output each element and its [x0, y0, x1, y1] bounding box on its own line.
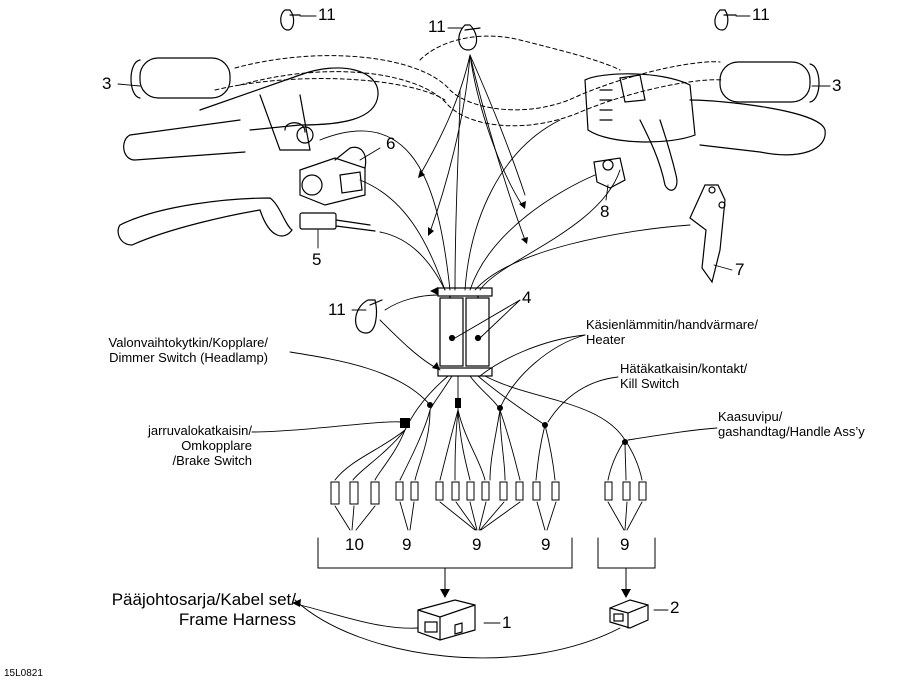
part-2-connector: [609, 599, 649, 629]
mid-clamp-arrows: [379, 294, 441, 371]
callout-1: 1: [502, 613, 512, 632]
kill-switch-label: Hätäkatkaisin/kontakt/ Kill Switch: [620, 361, 748, 392]
wire-terminals: [330, 481, 647, 505]
left-grip: [130, 57, 231, 99]
callout-8: 8: [600, 202, 610, 221]
callout-10: 10: [345, 535, 364, 554]
callout-9-d: 9: [620, 535, 630, 554]
dimmer-label-line2: Dimmer Switch (Headlamp): [109, 349, 268, 365]
harness-label-line1: Pääjohtosarja/Kabel set/: [111, 590, 296, 609]
callout-7: 7: [735, 260, 745, 279]
callout-5: 5: [312, 250, 322, 269]
callout-3-left: 3: [102, 74, 112, 93]
heater-label: Käsienlämmitin/handvärmare/ Heater: [586, 317, 758, 348]
dimmer-label-line1: Valonvaihtokytkin/Kopplare/: [108, 335, 268, 350]
handlebar: [214, 35, 723, 127]
part-1-connector: [417, 599, 476, 641]
tie-clamp-center: [458, 24, 481, 51]
grouping-brackets: [317, 537, 656, 591]
kill-label-line1: Hätäkatkaisin/kontakt/: [620, 361, 748, 376]
harness-label-line2: Frame Harness: [178, 609, 296, 629]
arrow-heads: [418, 170, 528, 370]
harness-arrowheads: [292, 599, 301, 607]
heater-label-line1: Käsienlämmitin/handvärmare/: [586, 317, 758, 332]
frame-harness-label: Pääjohtosarja/Kabel set/ Frame Harness: [112, 590, 296, 629]
part-8-kill-switch: [593, 157, 626, 189]
callout-11-mid: 11: [328, 300, 346, 319]
dimmer-switch-label: Valonvaihtokytkin/Kopplare/ Dimmer Switc…: [108, 335, 268, 366]
callout-2: 2: [670, 598, 680, 617]
callout-6: 6: [386, 134, 396, 153]
leader-lines: [117, 15, 831, 624]
branch-sleeves: [400, 398, 628, 445]
brake-switch-label: jarruvalokatkaisin/ Omkopplare /Brake Sw…: [147, 423, 252, 469]
part-4-connector-housings: [437, 287, 493, 377]
callout-9-c: 9: [541, 535, 551, 554]
heater-label-line2: Heater: [586, 331, 626, 347]
bracket-arrowheads: [440, 589, 631, 598]
terminal-callout-lines: [334, 501, 643, 531]
callout-11-left: 11: [318, 5, 336, 24]
figure-code: 15L0821: [4, 668, 43, 679]
clamp-arrows: [419, 54, 526, 241]
harness-wires: [319, 89, 691, 291]
callout-11-center: 11: [428, 17, 446, 36]
part-5-brake-switch: [117, 197, 376, 246]
brake-label-line2: Omkopplare: [181, 437, 252, 453]
lower-wire-branches: [334, 375, 643, 481]
part-6-dimmer-switch: [299, 146, 367, 206]
brake-label-line3: /Brake Switch: [172, 452, 252, 468]
right-control-housing: [584, 73, 826, 191]
tie-clamp-mid: [355, 299, 383, 334]
tie-clamp-right: [714, 9, 737, 31]
throttle-label-line1: Kaasuvipu/: [718, 409, 783, 424]
kill-label-line2: Kill Switch: [620, 375, 680, 391]
throttle-label-line2: gashandtag/Handle Ass’y: [718, 423, 865, 439]
callout-11-right: 11: [752, 5, 770, 24]
callout-3-right: 3: [832, 76, 842, 95]
left-heated-grip: [123, 67, 379, 161]
callout-9-b: 9: [472, 535, 482, 554]
part-7-throttle-lever: [689, 184, 726, 284]
right-grip: [719, 61, 820, 103]
throttle-label: Kaasuvipu/ gashandtag/Handle Ass’y: [718, 409, 865, 440]
callout-9-a: 9: [402, 535, 412, 554]
callout-4: 4: [522, 288, 532, 307]
tie-clamp-left: [280, 9, 301, 31]
harness-leader-lines: [294, 599, 621, 659]
brake-label-line1: jarruvalokatkaisin/: [147, 423, 252, 438]
